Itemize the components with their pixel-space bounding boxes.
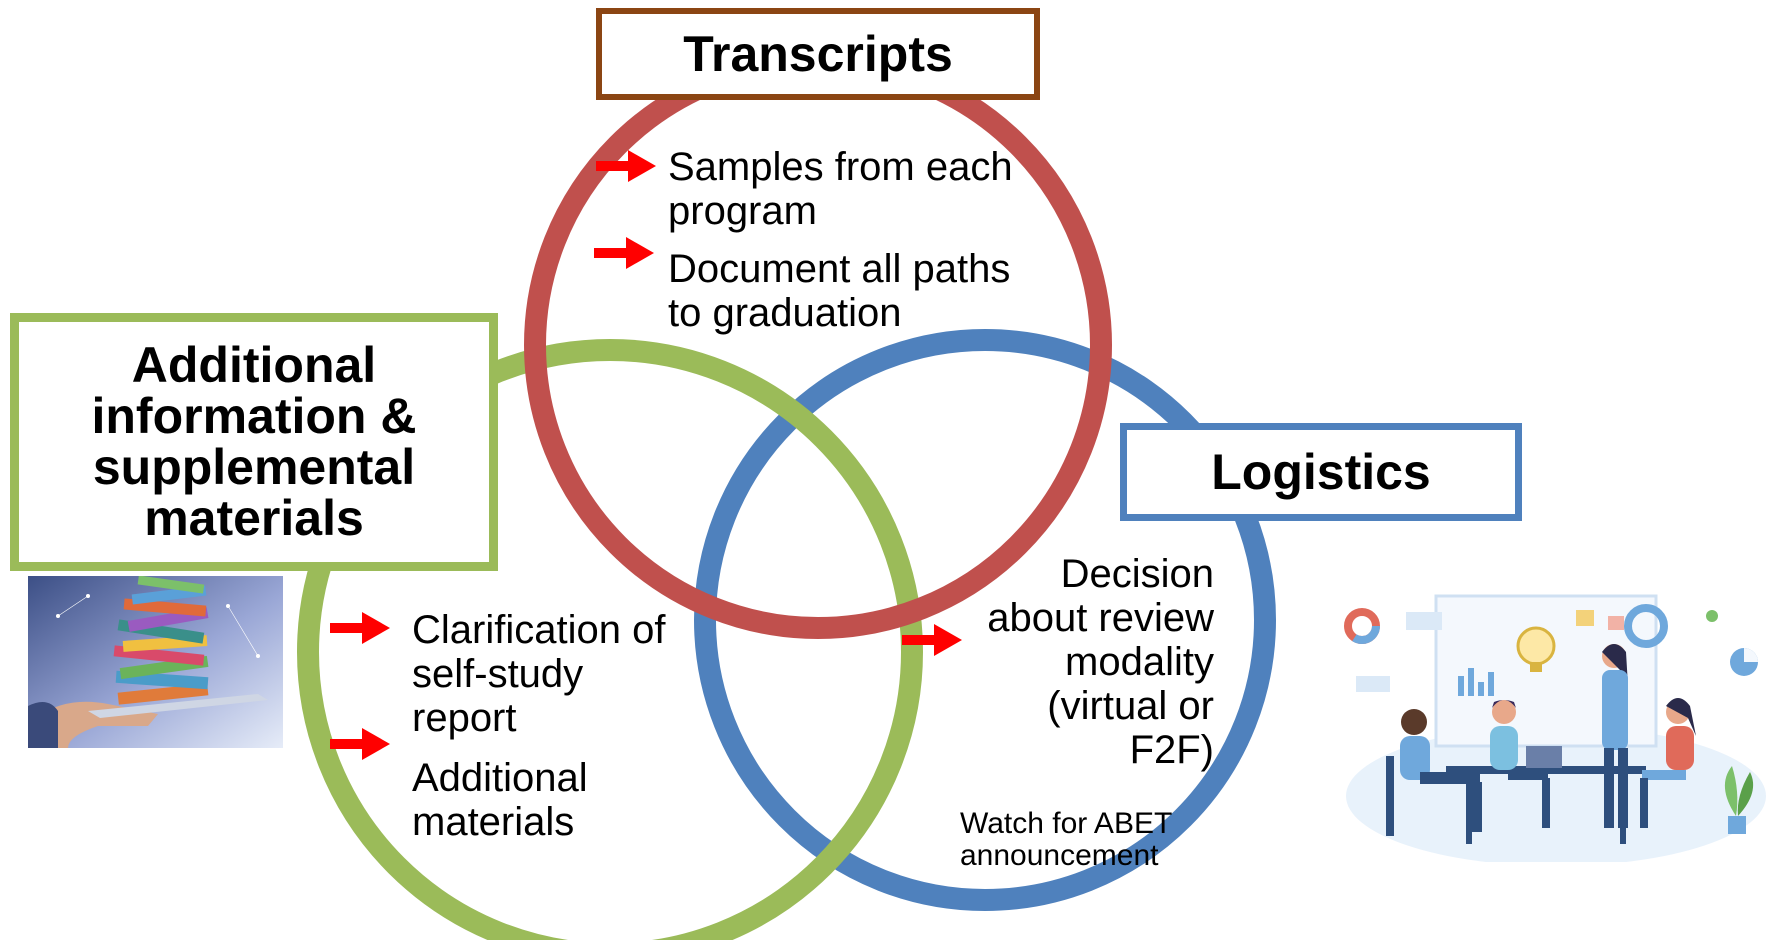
additional-title-line: materials <box>144 490 364 546</box>
additional-title-box: Additional information & supplemental ma… <box>10 313 498 571</box>
arrow-icon <box>594 237 654 269</box>
team-meeting-illustration <box>1344 594 1766 862</box>
additional-title-line: Additional <box>131 337 377 393</box>
transcripts-item: Samples from each program <box>668 145 1013 233</box>
arrow-icon <box>902 624 962 656</box>
logistics-item: Decision about review modality (virtual … <box>987 552 1214 772</box>
additional-item: Clarification of self-study report <box>412 608 666 740</box>
arrow-icon <box>330 728 390 760</box>
arrow-icon <box>330 612 390 644</box>
logistics-title: Logistics <box>1211 444 1431 500</box>
additional-title-line: supplemental <box>92 439 416 495</box>
additional-circle <box>297 339 923 940</box>
additional-item: Additional materials <box>412 756 588 844</box>
logistics-note: Watch for ABET announcement <box>960 807 1173 872</box>
transcripts-item: Document all paths to graduation <box>668 247 1011 335</box>
transcripts-title-box: Transcripts <box>596 8 1040 100</box>
additional-title-line: information & <box>91 388 417 444</box>
books-photo <box>28 576 283 748</box>
transcripts-title: Transcripts <box>683 26 953 82</box>
arrow-icon <box>596 150 656 182</box>
logistics-title-box: Logistics <box>1120 423 1522 521</box>
logistics-circle <box>694 329 1276 911</box>
